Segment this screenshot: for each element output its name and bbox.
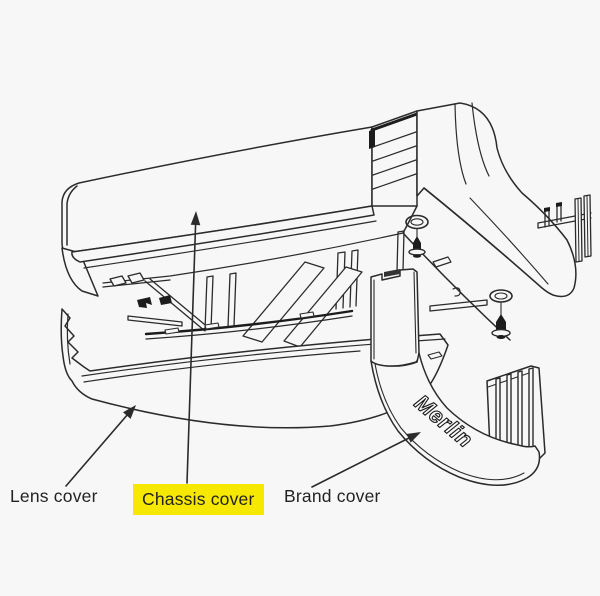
label-chassis-cover-highlighted[interactable]: Chassis cover bbox=[133, 484, 264, 515]
chassis-cover-drawing bbox=[61, 102, 577, 341]
label-brand-cover[interactable]: Brand cover bbox=[284, 486, 381, 506]
brand-cover-drawing: Merlin bbox=[370, 268, 541, 486]
mounting-bracket bbox=[537, 194, 592, 263]
lens-cover-arrow bbox=[65, 405, 136, 487]
screw-icon bbox=[408, 228, 426, 258]
label-lens-cover[interactable]: Lens cover bbox=[10, 486, 98, 506]
screw-hole bbox=[489, 289, 513, 303]
brand-cover-arrow bbox=[311, 432, 421, 488]
screw-icon bbox=[491, 302, 511, 339]
chassis-cover-arrow bbox=[186, 211, 201, 484]
lens-cover-drawing bbox=[60, 308, 449, 429]
chassis-internal-ribs bbox=[102, 230, 488, 348]
